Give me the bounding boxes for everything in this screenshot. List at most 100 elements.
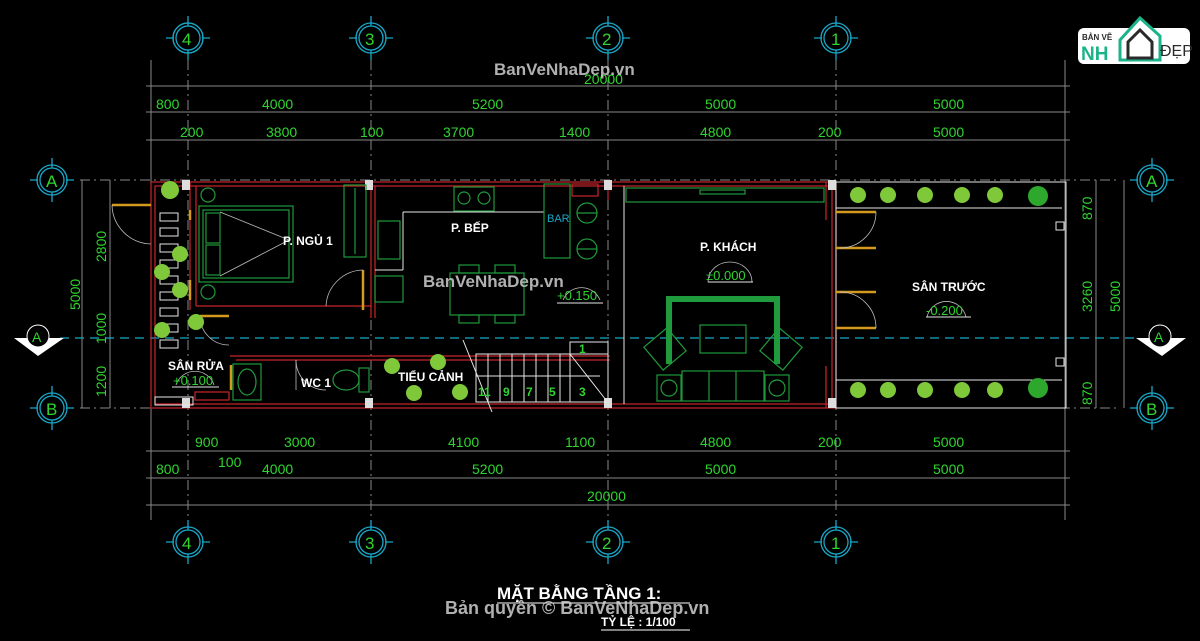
- dim-top-r1-2: 5200: [472, 96, 503, 112]
- svg-text:2: 2: [602, 534, 611, 553]
- level-kitchen: +0.150: [557, 288, 597, 303]
- dim-bot-r1-5: 200: [818, 434, 842, 450]
- dim-top-r2-1: 3800: [266, 124, 297, 140]
- axis-bubble-B-right: B: [1130, 386, 1174, 430]
- doors: [111, 203, 877, 391]
- room-label-bar: BAR: [547, 213, 570, 225]
- axis-bubbles-bottom: 4 3 2 1: [166, 520, 858, 564]
- room-label-wash: SÂN RỬA: [168, 358, 224, 373]
- room-labels: P. NGỦ 1 P. BẾP BAR P. KHÁCH SÂN TRƯỚC S…: [168, 213, 986, 390]
- dim-bot-r1-2: 4100: [448, 434, 479, 450]
- section-mark-left: A: [32, 329, 42, 345]
- top-dimensions: 20000 800 4000 5200 5000 5000 200 3800 1…: [146, 71, 1070, 141]
- dim-bot-extra: 100: [218, 454, 242, 470]
- logo-nh-text: NH: [1081, 44, 1108, 65]
- room-label-bedroom: P. NGỦ 1: [283, 233, 333, 248]
- axis-bubble-A-left: A: [30, 158, 74, 202]
- drawing-scale: TỶ LỆ : 1/100: [601, 614, 676, 629]
- stair-step-7: 7: [526, 385, 533, 399]
- section-mark-right: A: [1154, 329, 1164, 345]
- stair-step-11: 11: [478, 385, 491, 399]
- axis-bubbles-sides: A B A B: [30, 158, 1174, 430]
- level-wash: +0.100: [173, 373, 213, 388]
- room-label-garden: TIỂU CẢNH: [398, 369, 463, 384]
- dim-bot-r1-0: 900: [195, 434, 219, 450]
- stair-step-3: 3: [579, 385, 586, 399]
- axis-bubble-2-bottom: 2: [586, 520, 630, 564]
- axis-bubble-3-top: 3: [349, 16, 393, 60]
- room-label-living: P. KHÁCH: [700, 239, 756, 254]
- dim-left-2: 1200: [93, 366, 109, 397]
- copyright-watermark: Bản quyền © BanVeNhaDep.vn: [445, 598, 709, 618]
- dim-top-r2-6: 200: [818, 124, 842, 140]
- axis-bubble-1-bottom: 1: [814, 520, 858, 564]
- dim-top-r1-4: 5000: [933, 96, 964, 112]
- room-label-wc: WC 1: [301, 376, 331, 390]
- dim-top-r2-4: 1400: [559, 124, 590, 140]
- axis-bubble-4-top: 4: [166, 16, 210, 60]
- dim-top-r1-3: 5000: [705, 96, 736, 112]
- svg-text:A: A: [1146, 172, 1158, 191]
- plants: [154, 181, 1048, 401]
- axis-bubble-3-bottom: 3: [349, 520, 393, 564]
- dim-top-r2-2: 100: [360, 124, 384, 140]
- axis-bubble-2-top: 2: [586, 16, 630, 60]
- dim-top-r1-0: 800: [156, 96, 180, 112]
- dim-bot-r2-0: 800: [156, 461, 180, 477]
- dim-bot-r1-4: 4800: [700, 434, 731, 450]
- dim-top-r2-5: 4800: [700, 124, 731, 140]
- axis-bubble-A-right: A: [1130, 158, 1174, 202]
- section-line-a: A A: [14, 324, 1186, 356]
- dim-bot-r2-4: 5000: [933, 461, 964, 477]
- svg-text:4: 4: [182, 534, 191, 553]
- dim-bot-r2-1: 4000: [262, 461, 293, 477]
- stair-step-9: 9: [503, 385, 510, 399]
- room-label-front-yard: SÂN TRƯỚC: [912, 279, 986, 294]
- title-block: MẶT BẰNG TẦNG 1: Bản quyền © BanVeNhaDep…: [445, 584, 709, 631]
- watermark-middle: BanVeNhaDep.vn: [423, 272, 564, 291]
- svg-text:3: 3: [365, 534, 374, 553]
- dim-top-r2-0: 200: [180, 124, 204, 140]
- dim-top-r2-7: 5000: [933, 124, 964, 140]
- dim-top-total: 20000: [584, 71, 623, 87]
- svg-text:A: A: [46, 172, 58, 191]
- level-marks: ±0.000 +0.150 -0.200 +0.100: [172, 261, 971, 388]
- stair-step-1: 1: [579, 342, 586, 356]
- svg-text:4: 4: [182, 30, 191, 49]
- logo-dep-text: ĐẸP: [1160, 43, 1193, 60]
- front-yard-outline: [835, 181, 1067, 409]
- dim-top-r1-1: 4000: [262, 96, 293, 112]
- dim-bot-total: 20000: [587, 488, 626, 504]
- level-front-yard: -0.200: [926, 303, 963, 318]
- axis-bubbles-top: 4 3 2 1: [166, 16, 858, 60]
- axis-bubble-1-top: 1: [814, 16, 858, 60]
- dim-right-1: 3260: [1079, 281, 1095, 312]
- dim-bot-r2-2: 5200: [472, 461, 503, 477]
- stair-step-5: 5: [549, 385, 556, 399]
- dim-left-0: 2800: [93, 231, 109, 262]
- drawing-title: MẶT BẰNG TẦNG 1:: [497, 584, 661, 603]
- logo-small-text: BẢN VẼ: [1082, 33, 1113, 42]
- svg-text:B: B: [1146, 400, 1157, 419]
- watermark-top: BanVeNhaDep.vn: [494, 60, 635, 79]
- dim-right-0: 870: [1079, 196, 1095, 220]
- dim-left-total: 5000: [67, 279, 83, 310]
- dim-bot-r1-3: 1100: [565, 434, 595, 450]
- axis-bubble-4-bottom: 4: [166, 520, 210, 564]
- axis-bubble-B-left: B: [30, 386, 74, 430]
- furniture: [154, 183, 825, 406]
- left-dimensions: 5000 2800 1000 1200: [67, 180, 111, 408]
- dim-right-total: 5000: [1107, 281, 1123, 312]
- level-living: ±0.000: [706, 268, 746, 283]
- dim-bot-r1-1: 3000: [284, 434, 315, 450]
- stairs: 11 9 7 5 3 1: [462, 339, 609, 413]
- room-label-kitchen: P. BẾP: [451, 220, 489, 235]
- dim-left-1: 1000: [93, 313, 109, 344]
- dim-top-r2-3: 3700: [443, 124, 474, 140]
- dim-bot-r2-3: 5000: [705, 461, 736, 477]
- bottom-dimensions: 900 3000 4100 1100 4800 200 5000 100 800…: [146, 434, 1070, 506]
- site-logo[interactable]: BẢN VẼ NH ĐẸP: [1078, 15, 1193, 65]
- svg-text:1: 1: [831, 534, 840, 553]
- dim-bot-r1-6: 5000: [933, 434, 964, 450]
